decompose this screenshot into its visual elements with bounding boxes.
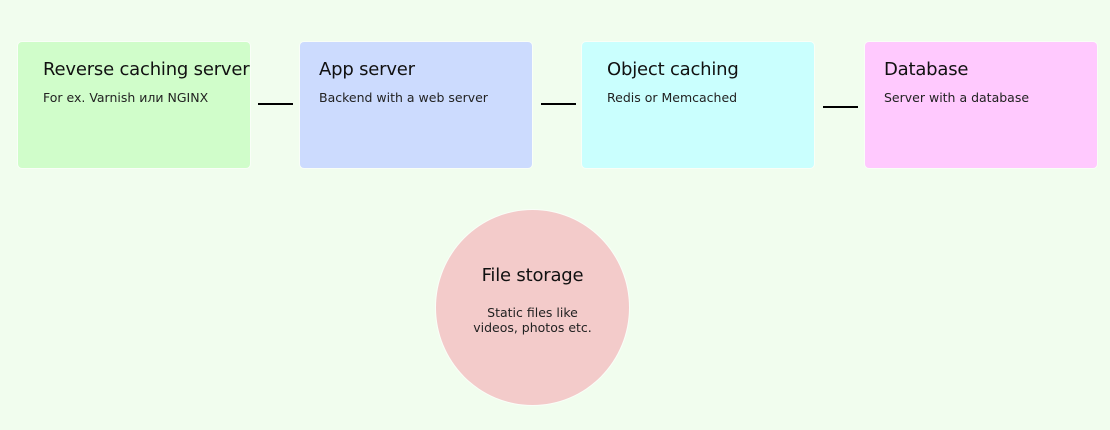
description-line: videos, photos etc. <box>473 320 592 335</box>
node-description: Static files like videos, photos etc. <box>466 305 599 335</box>
description-line: Static files like <box>487 305 578 320</box>
node-title: Object caching <box>607 59 739 80</box>
node-subtitle: Server with a database <box>884 90 1030 105</box>
node-title: App server <box>319 59 415 80</box>
node-subtitle: Backend with a web server <box>319 90 488 105</box>
node-title: Reverse caching server <box>43 59 250 80</box>
node-title: File storage <box>481 265 584 286</box>
connector-line <box>823 106 858 108</box>
connector-line <box>541 103 576 105</box>
node-reverse-caching-server: Reverse caching server For ex. Varnish и… <box>18 42 250 168</box>
node-object-caching: Object caching Redis or Memcached <box>582 42 814 168</box>
node-title: Database <box>884 59 969 80</box>
node-subtitle: Redis or Memcached <box>607 90 738 105</box>
node-app-server: App server Backend with a web server <box>300 42 532 168</box>
node-subtitle: For ex. Varnish или NGINX <box>43 90 209 105</box>
node-file-storage: File storage Static files like videos, p… <box>436 210 629 405</box>
connector-line <box>258 103 293 105</box>
node-database: Database Server with a database <box>865 42 1097 168</box>
